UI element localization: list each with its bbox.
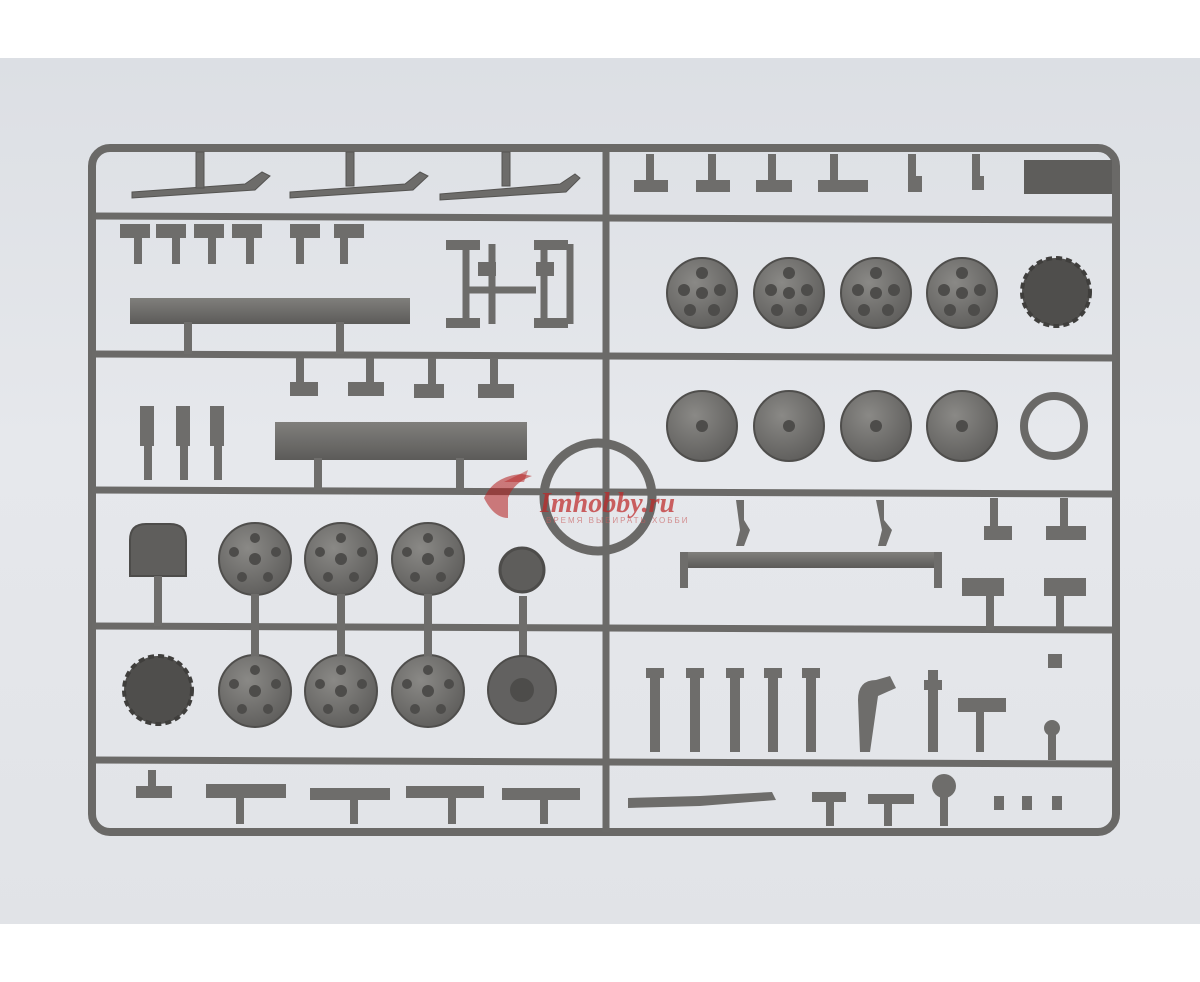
watermark-tagline: ВРЕМЯ ВЫБИРАТЬ ХОББИ (546, 516, 690, 525)
hub-cap-part (498, 546, 546, 594)
watermark-brand: Imhobby.ru (540, 488, 676, 519)
idler-ring (1020, 392, 1088, 460)
sprue-runners (91, 148, 1117, 832)
small-parts-lower-right (646, 668, 1060, 760)
small-parts-top-right (634, 154, 1112, 194)
sprocket-wheel-upper (1020, 256, 1092, 328)
wheel-holes-upper (678, 267, 986, 432)
rifle-parts (131, 151, 581, 201)
small-tabs-row-two (120, 224, 364, 264)
small-tabs-row-three (140, 358, 514, 480)
frame-parts (446, 240, 574, 328)
bracket-parts (680, 498, 1086, 668)
wheel-holes-lower (229, 533, 454, 714)
sprue-center-ring (539, 438, 657, 556)
sprocket-wheel-lower (122, 654, 194, 726)
wide-plate-part (275, 422, 527, 460)
long-bar-part (130, 298, 410, 324)
watermark-logo (484, 470, 532, 518)
shovel-part (129, 523, 187, 577)
watermark: Imhobby.ru ВРЕМЯ ВЫБИРАТЬ ХОББИ (474, 462, 734, 532)
wheel-gates-lower (251, 594, 527, 656)
bottom-row-parts (136, 770, 1062, 826)
